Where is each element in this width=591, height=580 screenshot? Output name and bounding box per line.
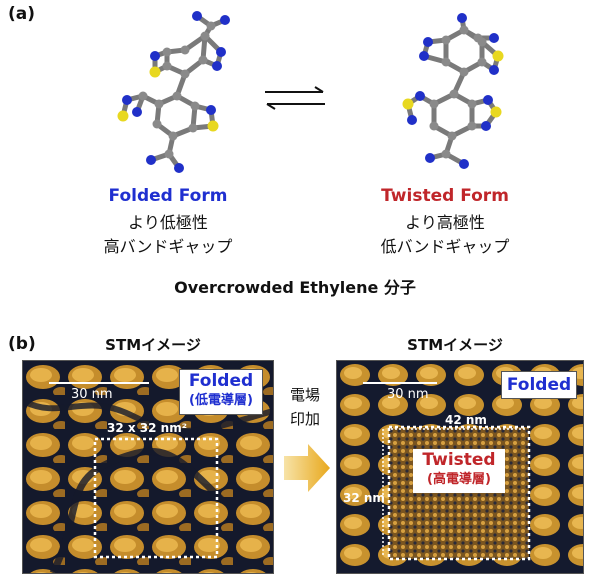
twisted-form-title: Twisted Form	[381, 186, 509, 206]
twisted-molecule-image	[402, 13, 504, 169]
right-height-label: 32 nm	[343, 491, 385, 505]
panel-a-label: (a)	[8, 4, 36, 24]
left-folded-box-title: Folded	[188, 371, 254, 391]
panel-b-label: (b)	[8, 334, 36, 354]
twisted-property-line1: より高極性	[405, 213, 485, 232]
field-label-line1: 電場	[289, 386, 320, 404]
right-stm-image: 30 nm 42 nm 32 nm Folded Twisted (高電導層)	[336, 360, 584, 574]
left-scale-bar-label: 30 nm	[71, 387, 113, 402]
right-folded-box: Folded	[501, 371, 577, 399]
right-twisted-box: Twisted (高電導層)	[413, 449, 505, 493]
right-twisted-box-subtitle: (高電導層)	[427, 472, 491, 487]
equilibrium-arrows-icon	[265, 86, 325, 110]
right-twisted-box-title: Twisted	[422, 450, 496, 470]
left-stm-image: 30 nm 32 x 32 nm² Folded (低電導層)	[22, 360, 274, 574]
left-region-size-label: 32 x 32 nm²	[107, 421, 187, 435]
right-width-label: 42 nm	[445, 413, 487, 427]
twisted-property-line2: 低バンドギャップ	[380, 237, 510, 256]
right-scale-bar-label: 30 nm	[387, 387, 429, 402]
left-folded-box: Folded (低電導層)	[179, 369, 263, 415]
field-label-line2: 印加	[289, 410, 320, 428]
molecule-caption: Overcrowded Ethylene 分子	[174, 278, 416, 297]
left-folded-box-subtitle: (低電導層)	[189, 393, 253, 408]
folded-property-line1: より低極性	[128, 213, 208, 232]
field-arrow-icon	[284, 444, 330, 492]
left-stm-title: STMイメージ	[105, 336, 201, 354]
right-folded-box-title: Folded	[506, 375, 572, 395]
right-stm-title: STMイメージ	[407, 336, 503, 354]
folded-property-line2: 高バンドギャップ	[103, 237, 233, 256]
folded-molecule-image	[117, 11, 230, 173]
folded-form-title: Folded Form	[108, 186, 228, 206]
